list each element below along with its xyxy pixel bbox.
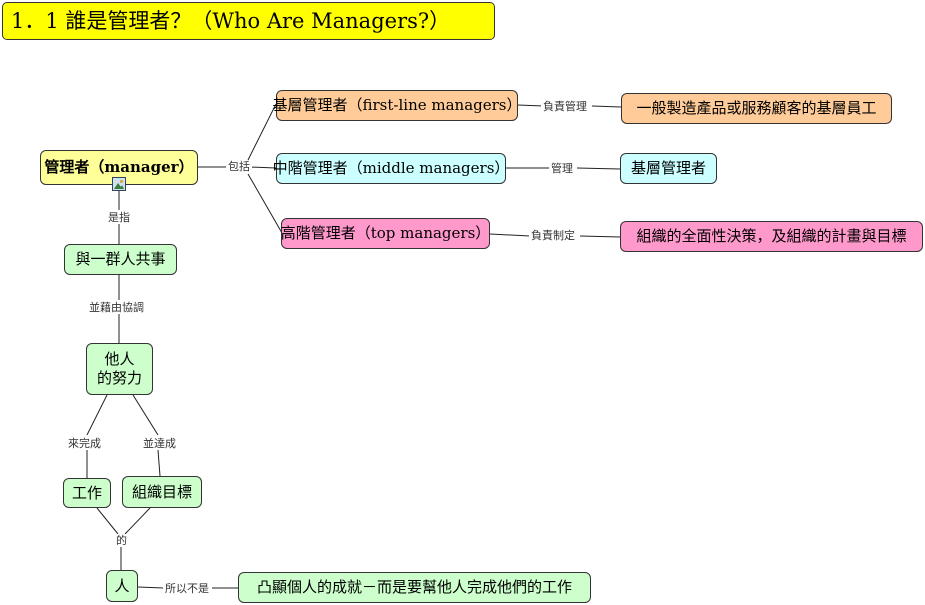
node-top-managers[interactable]: 高階管理者（top managers）	[281, 218, 490, 249]
node-first-line-managers[interactable]: 基層管理者（first-line managers）	[273, 90, 522, 121]
label-responsible-manage: 負責管理	[541, 100, 589, 113]
node-work-with-group[interactable]: 與一群人共事	[64, 244, 177, 275]
node-first-line-target[interactable]: 一般製造產品或服務顧客的基層員工	[621, 93, 892, 124]
page-title: 1．1 誰是管理者？（Who Are Managers?）	[2, 2, 495, 40]
node-work[interactable]: 工作	[63, 478, 111, 508]
node-person[interactable]: 人	[106, 570, 138, 602]
node-others-effort-line1: 他人	[104, 350, 135, 369]
label-manage: 管理	[549, 162, 575, 175]
label-and-achieve: 並達成	[141, 437, 178, 450]
label-responsible-set: 負責制定	[529, 229, 577, 242]
node-middle-managers[interactable]: 中階管理者（middle managers）	[273, 153, 509, 184]
node-org-goals[interactable]: 組織目標	[122, 476, 202, 508]
node-others-effort-line2: 的努力	[96, 369, 142, 387]
label-to-complete: 來完成	[66, 437, 103, 450]
label-refers-to: 是指	[106, 211, 132, 224]
node-top-target[interactable]: 組織的全面性決策，及組織的計畫與目標	[620, 221, 923, 252]
image-icon[interactable]	[112, 177, 126, 191]
label-of: 的	[114, 534, 129, 547]
node-middle-target[interactable]: 基層管理者	[620, 153, 717, 184]
label-includes: 包括	[226, 160, 252, 173]
label-so-not: 所以不是	[163, 582, 211, 595]
node-others-effort[interactable]: 他人 的努力	[86, 343, 153, 395]
label-via-coordination: 並藉由協調	[87, 301, 146, 314]
node-highlight[interactable]: 凸顯個人的成就－而是要幫他人完成他們的工作	[238, 572, 591, 603]
